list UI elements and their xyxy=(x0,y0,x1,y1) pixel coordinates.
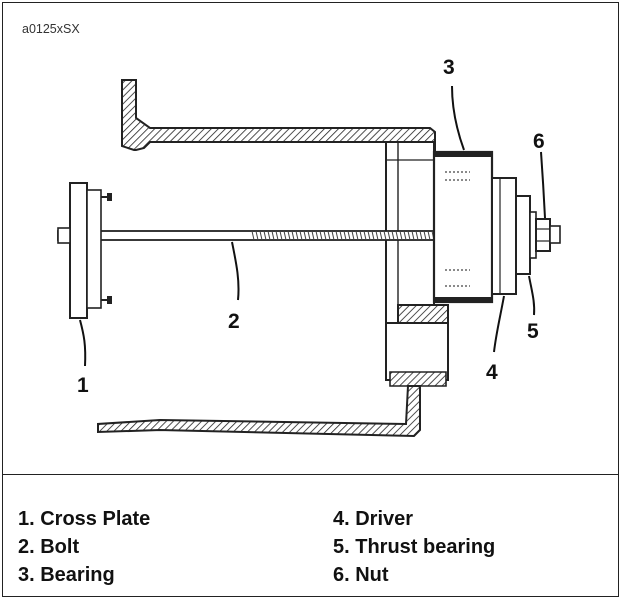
bolt-thread xyxy=(255,230,259,241)
bolt-thread xyxy=(315,230,319,241)
bolt-thread xyxy=(391,230,395,241)
bolt-thread xyxy=(379,230,383,241)
bolt-thread xyxy=(299,230,303,241)
legend-item-cross-plate: 1. Cross Plate xyxy=(18,508,151,530)
callout-3: 3 xyxy=(443,56,455,79)
figure-id: a0125xSX xyxy=(22,22,80,36)
bolt-thread xyxy=(407,230,411,241)
leader-3 xyxy=(451,85,465,151)
bolt-thread xyxy=(279,230,283,241)
legend-divider xyxy=(3,474,618,475)
bolt-thread xyxy=(395,230,399,241)
callout-5: 5 xyxy=(527,320,539,343)
thrust-bearing xyxy=(515,195,537,275)
bolt-thread xyxy=(399,230,403,241)
bolt-thread xyxy=(251,230,255,241)
bolt-thread xyxy=(327,230,331,241)
bolt-thread xyxy=(371,230,375,241)
bolt-thread xyxy=(427,230,431,241)
leader-5 xyxy=(528,275,536,316)
leader-2 xyxy=(231,241,240,301)
callout-6: 6 xyxy=(533,130,545,153)
bolt-thread xyxy=(319,230,323,241)
bolt-thread xyxy=(351,230,355,241)
bolt-thread xyxy=(383,230,387,241)
callout-4: 4 xyxy=(486,361,498,384)
bearing xyxy=(432,150,494,304)
bolt-thread xyxy=(355,230,359,241)
bolt-thread xyxy=(291,230,295,241)
housing-lower-wall xyxy=(97,385,421,438)
bolt-thread xyxy=(343,230,347,241)
legend-left-column: 1. Cross Plate 2. Bolt 3. Bearing xyxy=(18,505,150,589)
bolt-thread xyxy=(367,230,371,241)
bolt-thread xyxy=(423,230,427,241)
bolt-thread xyxy=(403,230,407,241)
bolt-thread xyxy=(375,230,379,241)
bolt-thread xyxy=(331,230,335,241)
bolt-thread xyxy=(275,230,279,241)
bolt-thread xyxy=(307,230,311,241)
bolt-thread xyxy=(263,230,267,241)
bolt-thread xyxy=(335,230,339,241)
cross-plate xyxy=(57,182,112,319)
bolt-thread xyxy=(323,230,327,241)
driver xyxy=(491,177,517,295)
bolt-thread xyxy=(283,230,287,241)
leader-4 xyxy=(493,295,505,353)
callout-2: 2 xyxy=(228,310,240,333)
bolt-thread xyxy=(303,230,307,241)
bolt-thread xyxy=(259,230,263,241)
bolt-thread xyxy=(311,230,315,241)
leader-1 xyxy=(79,319,87,367)
bolt-thread xyxy=(295,230,299,241)
legend-item-nut: 6. Nut xyxy=(333,564,389,586)
bolt-thread xyxy=(359,230,363,241)
bolt-thread xyxy=(419,230,423,241)
bolt-thread xyxy=(339,230,343,241)
bolt-thread xyxy=(287,230,291,241)
bolt-thread xyxy=(267,230,271,241)
bolt-thread xyxy=(411,230,415,241)
leader-6 xyxy=(540,151,546,219)
bolt-thread xyxy=(271,230,275,241)
legend-right-column: 4. Driver 5. Thrust bearing 6. Nut xyxy=(333,505,495,589)
callout-1: 1 xyxy=(77,374,89,397)
legend-item-bolt: 2. Bolt xyxy=(18,536,80,558)
bolt-thread xyxy=(415,230,419,241)
legend-item-driver: 4. Driver xyxy=(333,508,414,530)
legend-item-bearing: 3. Bearing xyxy=(18,564,115,586)
bolt-thread xyxy=(347,230,351,241)
leader-lines xyxy=(79,85,546,367)
nut xyxy=(535,218,561,252)
legend-item-thrust-bearing: 5. Thrust bearing xyxy=(333,536,496,558)
bolt-thread xyxy=(363,230,367,241)
bolt-thread xyxy=(387,230,391,241)
